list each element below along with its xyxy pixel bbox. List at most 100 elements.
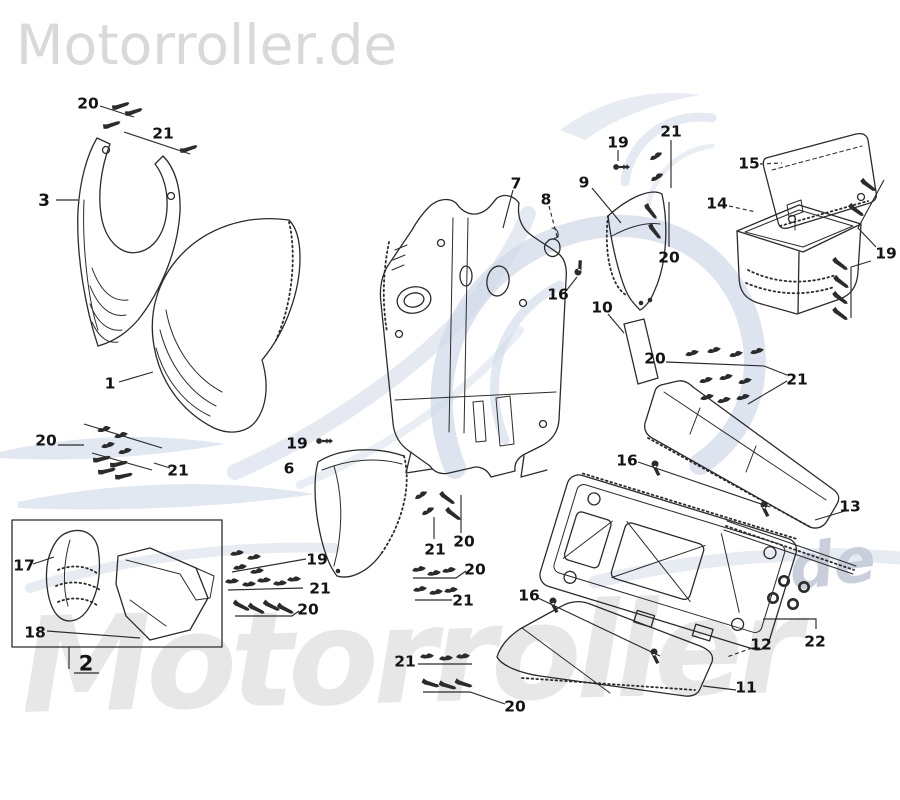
part-inner-leg-shield-7 — [379, 194, 567, 478]
part-side-cover-9 — [605, 191, 667, 311]
part-lower-front-panel-6 — [314, 449, 408, 578]
clip-glyph — [648, 150, 664, 162]
part-number-label: 19 — [286, 434, 308, 452]
leader-line — [231, 558, 307, 573]
part-number-label: 15 — [738, 154, 760, 172]
part-number-label: 13 — [839, 497, 861, 515]
part-number-label: 21 — [309, 579, 331, 597]
clip-glyph — [413, 489, 429, 501]
part-number-label: 8 — [541, 190, 552, 208]
watermark-suffix-text: de — [785, 522, 880, 605]
part-number-label: 20 — [35, 431, 57, 449]
part-number-label: 20 — [644, 349, 666, 367]
part-number-label: 7 — [511, 174, 522, 192]
leader-line — [763, 365, 788, 376]
part-number-label: 20 — [464, 560, 486, 578]
part-number-label: 20 — [453, 532, 475, 550]
dot-glyph — [335, 568, 341, 574]
clip-glyph — [716, 395, 732, 405]
part-number-label: 21 — [394, 652, 416, 670]
screw-glyph — [111, 99, 131, 112]
clip-glyph — [420, 505, 436, 517]
part-number-label: 20 — [504, 697, 526, 715]
part-glovebox-14 — [736, 199, 862, 315]
screw-glyph — [124, 105, 144, 118]
part-under-cover-11 — [496, 600, 714, 697]
leader-line — [763, 618, 817, 629]
part-number-label: 6 — [284, 459, 295, 477]
part-number-label: 19 — [607, 133, 629, 151]
leader-line — [814, 510, 846, 521]
part-number-label: 21 — [660, 122, 682, 140]
leader-line — [32, 556, 55, 565]
bolt-glyph — [647, 459, 666, 477]
part-floor-frame-rails — [723, 520, 857, 575]
leader-line — [502, 189, 514, 229]
part-front-panel-1 — [151, 217, 301, 433]
callout-labels: 2021317891921201514191610202119620211613… — [13, 94, 897, 715]
clip-glyph — [224, 577, 240, 584]
part-number-label: 16 — [616, 451, 638, 469]
clip-glyph — [411, 565, 427, 573]
part-number-label: 14 — [706, 194, 728, 212]
part-number-label: 21 — [152, 124, 174, 142]
part-number-label: 10 — [591, 298, 613, 316]
part-front-top-cover-3 — [77, 137, 181, 347]
leader-line — [227, 587, 304, 591]
leader-line — [423, 691, 506, 705]
part-number-label: 21 — [167, 461, 189, 479]
leader-line — [123, 131, 191, 155]
leader-line — [747, 380, 788, 405]
clip-glyph — [441, 566, 457, 574]
part-number-label: 12 — [750, 635, 772, 653]
leader-line — [607, 313, 625, 334]
leader-line — [118, 371, 154, 383]
part-number-label: 22 — [804, 632, 826, 650]
clip-glyph — [256, 576, 272, 583]
screw-glyph — [114, 470, 134, 481]
part-floor-frame-12 — [539, 472, 799, 651]
part-number-label: 20 — [297, 600, 319, 618]
clip-glyph — [718, 372, 734, 382]
clip-glyph — [684, 348, 700, 358]
leader-line — [857, 179, 885, 248]
bolt-glyph — [569, 258, 588, 277]
leader-line — [728, 205, 757, 213]
leader-line — [665, 361, 765, 367]
clip-glyph — [246, 553, 262, 561]
clip-glyph — [426, 569, 442, 577]
leader-line — [637, 461, 771, 508]
part-number-label: 21 — [786, 370, 808, 388]
part-headlight-housing-17 — [45, 529, 101, 622]
leader-line — [548, 205, 559, 241]
screw-glyph — [102, 118, 122, 131]
leader-line — [591, 187, 622, 224]
leader-line — [235, 610, 300, 617]
part-number-label: 16 — [518, 586, 540, 604]
part-number-label: 18 — [24, 623, 46, 641]
dot-glyph — [638, 300, 644, 306]
screw-glyph — [109, 458, 129, 469]
part-headlight-lens-18 — [115, 547, 215, 641]
rivet-glyph — [613, 164, 630, 170]
part-number-label: 19 — [875, 244, 897, 262]
watermark-logo-text: Motorroller.de — [16, 13, 397, 77]
screw-glyph — [832, 274, 851, 290]
part-number-label: 21 — [452, 591, 474, 609]
leader-line — [413, 570, 467, 579]
leader-line — [537, 597, 661, 657]
part-reflector-10 — [623, 318, 659, 385]
line-art — [11, 132, 878, 697]
part-number-label: 3 — [38, 191, 50, 211]
leader-line — [46, 630, 141, 639]
clip-glyph — [286, 575, 302, 582]
rivet-glyph — [316, 438, 333, 444]
part-floor-side-panel-13 — [644, 380, 840, 529]
dot-glyph — [647, 297, 653, 303]
screw-glyph — [831, 306, 850, 322]
part-number-label: 20 — [658, 248, 680, 266]
clip-glyph — [728, 349, 744, 359]
screw-glyph — [831, 256, 850, 272]
